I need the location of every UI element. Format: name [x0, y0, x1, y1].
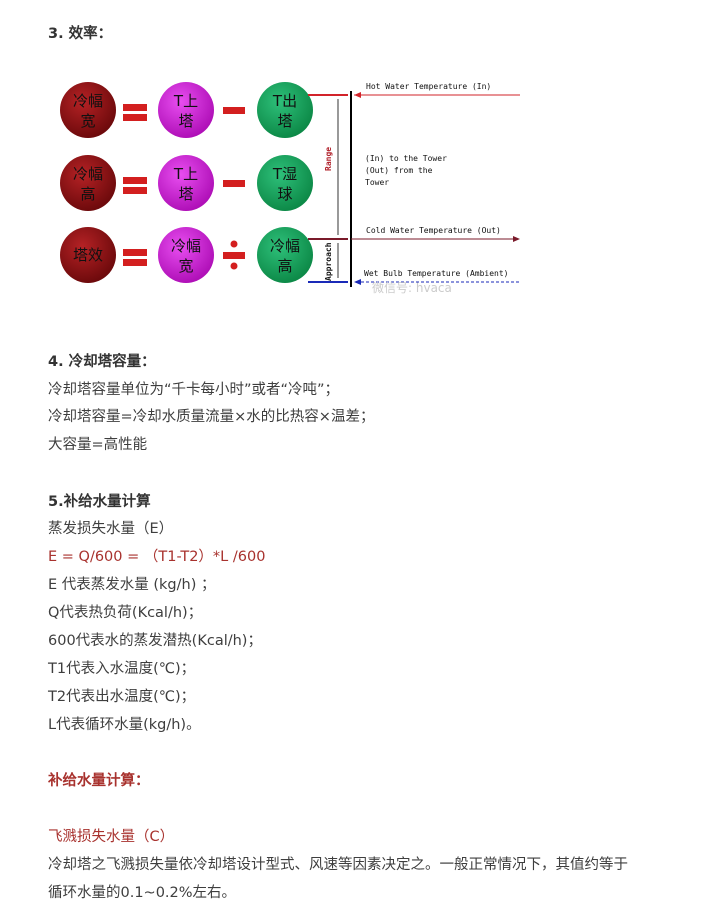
- watermark: 微信号: hvaca: [372, 281, 452, 295]
- right-circle: [257, 155, 313, 211]
- wet-label: Wet Bulb Temperature (Ambient): [364, 269, 509, 278]
- approach-label: Approach: [324, 242, 333, 281]
- text-line: E 代表蒸发水量 (kg/h) ；: [48, 577, 216, 593]
- text-line: 冷却塔容量=冷却水质量流量×水的比热容×温差；: [48, 409, 375, 425]
- right-circle: [257, 227, 313, 283]
- right-circle-label: 高: [277, 257, 292, 275]
- text-line: 冷却塔之飞溅损失量依冷却塔设计型式、风速等因素决定之。一般正常情况下，其值约等于: [48, 857, 628, 873]
- formula-line: E = Q/600 = （T1-T2）*L /600: [48, 549, 266, 565]
- left-circle-label: 冷幅: [73, 165, 103, 183]
- mid-circle-label: T上: [173, 92, 198, 110]
- note-line: Tower: [365, 178, 389, 187]
- left-circle-label: 塔效: [73, 246, 103, 264]
- arrow-icon: [513, 236, 520, 242]
- mid-circle-label: 塔: [178, 185, 193, 203]
- equals-sign: [123, 114, 147, 121]
- minus-sign: [223, 180, 245, 187]
- equals-sign: [123, 259, 147, 266]
- text-line: Q代表热负荷(Kcal/h)；: [48, 605, 203, 621]
- right-circle-label: T出: [272, 92, 297, 110]
- section5-heading: 5.补给水量计算: [48, 494, 151, 510]
- text-line: 大容量=高性能: [48, 437, 148, 453]
- minus-sign: [223, 107, 245, 114]
- divide-sign: [223, 252, 245, 259]
- range-label: Range: [324, 147, 333, 171]
- makeup-subheading: 飞溅损失水量（C）: [48, 829, 175, 845]
- mid-circle: [158, 227, 214, 283]
- left-circle: [60, 82, 116, 138]
- mid-circle-label: 冷幅: [171, 237, 201, 255]
- text-line: 循环水量的0.1~0.2%左右。: [48, 885, 237, 901]
- mid-circle-label: 塔: [178, 112, 193, 130]
- cold-label: Cold Water Temperature (Out): [366, 226, 501, 235]
- left-circle: [60, 227, 116, 283]
- arrow-icon: [354, 279, 361, 285]
- equals-sign: [123, 249, 147, 256]
- right-circle-label: 球: [277, 185, 292, 203]
- note-line: (Out) from the: [365, 166, 433, 175]
- section4-heading: 4. 冷却塔容量：: [48, 354, 156, 370]
- mid-circle-label: T上: [173, 165, 198, 183]
- equals-sign: [123, 187, 147, 194]
- hot-label: Hot Water Temperature (In): [366, 82, 491, 91]
- text-line: T2代表出水温度(℃)；: [48, 689, 196, 705]
- arrow-icon: [354, 92, 361, 98]
- mid-circle: [158, 82, 214, 138]
- right-circle: [257, 82, 313, 138]
- mid-circle: [158, 155, 214, 211]
- equals-sign: [123, 177, 147, 184]
- left-circle-label: 宽: [80, 112, 95, 130]
- text-line: L代表循环水量(kg/h)。: [48, 717, 201, 733]
- right-circle-label: 塔: [277, 112, 292, 130]
- left-circle-label: 冷幅: [73, 92, 103, 110]
- divide-dot: [230, 262, 238, 270]
- left-circle: [60, 155, 116, 211]
- divide-dot: [230, 240, 238, 248]
- equals-sign: [123, 104, 147, 111]
- left-circle-label: 高: [80, 185, 95, 203]
- text-line: T1代表入水温度(℃)；: [48, 661, 196, 677]
- makeup-heading: 补给水量计算：: [48, 773, 150, 789]
- section3-heading: 3. 效率：: [48, 26, 113, 42]
- text-line: 蒸发损失水量（E）: [48, 521, 174, 537]
- note-line: (In) to the Tower: [365, 154, 447, 163]
- efficiency-diagram: 冷幅宽T上塔T出塔冷幅高T上塔T湿球塔效冷幅宽冷幅高 Hot Water Tem…: [60, 82, 520, 295]
- text-line: 冷却塔容量单位为“千卡每小时”或者“冷吨”；: [48, 382, 340, 398]
- mid-circle-label: 宽: [178, 257, 193, 275]
- text-line: 600代表水的蒸发潜热(Kcal/h)；: [48, 633, 262, 649]
- right-circle-label: 冷幅: [270, 237, 300, 255]
- right-circle-label: T湿: [272, 165, 297, 183]
